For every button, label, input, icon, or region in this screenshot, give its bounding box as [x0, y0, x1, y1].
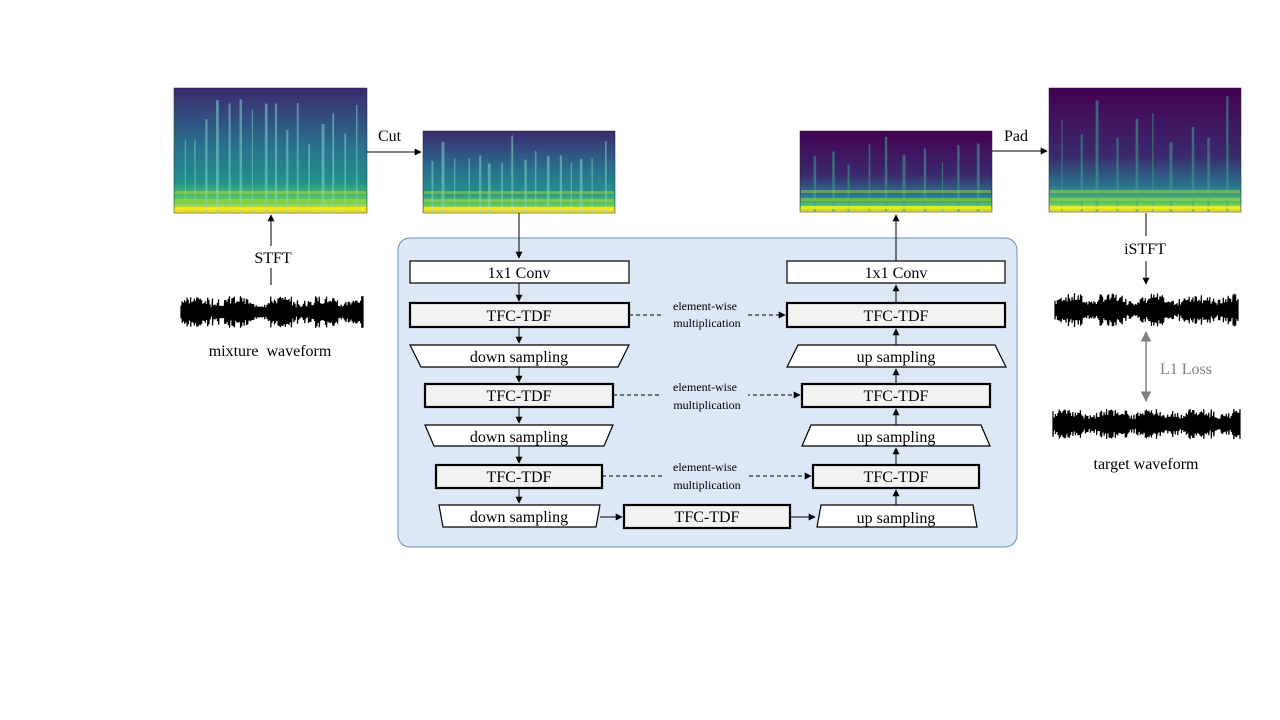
istft-label: iSTFT: [1124, 241, 1166, 258]
encoder-tfc-tdf-3: TFC-TDF: [434, 463, 604, 490]
up-sampling-1: up sampling: [786, 344, 1007, 368]
encoder-tfc-tdf-1: TFC-TDF: [408, 301, 631, 329]
skip-connection-1: element-wise multiplication: [629, 298, 786, 334]
encoder-tfc-tdf-2: TFC-TDF: [423, 382, 615, 409]
padded-output-spectrogram: [1048, 87, 1242, 213]
spectrogram-band: [1050, 206, 1240, 209]
cut-label: Cut: [378, 128, 402, 145]
target-waveform-label: target waveform: [1094, 456, 1200, 473]
svg-text:up sampling: up sampling: [857, 349, 936, 366]
skip-label-line1: element-wise: [673, 299, 737, 313]
bottleneck-tfc-tdf: TFC-TDF: [622, 503, 792, 530]
pad-label: Pad: [1004, 128, 1028, 145]
spectrogram-band: [175, 191, 366, 194]
spectrogram-band: [424, 191, 614, 194]
up-sampling-3: up sampling: [816, 504, 978, 528]
svg-text:TFC-TDF: TFC-TDF: [487, 308, 552, 325]
spectrogram-band: [801, 198, 991, 201]
svg-text:1x1 Conv: 1x1 Conv: [865, 265, 928, 282]
svg-text:down sampling: down sampling: [470, 509, 568, 526]
down-sampling-2: down sampling: [424, 424, 614, 447]
mixture-spectrogram: [173, 87, 368, 214]
skip-label-line2: multiplication: [673, 478, 740, 492]
svg-text:TFC-TDF: TFC-TDF: [487, 388, 552, 405]
svg-text:up sampling: up sampling: [857, 429, 936, 446]
svg-text:TFC-TDF: TFC-TDF: [675, 509, 740, 526]
skip-label-line2: multiplication: [673, 398, 740, 412]
svg-text:TFC-TDF: TFC-TDF: [864, 308, 929, 325]
down-sampling-1: down sampling: [409, 344, 630, 368]
spectrogram-band: [801, 206, 991, 209]
svg-text:down sampling: down sampling: [470, 349, 568, 366]
estimated-waveform: [1054, 293, 1239, 327]
svg-text:1x1 Conv: 1x1 Conv: [488, 265, 551, 282]
svg-text:TFC-TDF: TFC-TDF: [864, 388, 929, 405]
skip-connection-2: element-wise multiplication: [613, 379, 801, 414]
skip-label-line1: element-wise: [673, 460, 737, 474]
spectrogram-band: [801, 190, 991, 193]
stft-label: STFT: [254, 250, 292, 267]
svg-text:TFC-TDF: TFC-TDF: [487, 469, 552, 486]
cut-spectrogram: [422, 130, 616, 214]
skip-label-line1: element-wise: [673, 380, 737, 394]
spectrogram-band: [424, 199, 614, 202]
spectrogram-band: [1050, 190, 1240, 193]
output-spectrogram: [799, 130, 993, 213]
skip-label-line2: multiplication: [673, 316, 740, 330]
input-conv-block: 1x1 Conv: [409, 260, 630, 284]
mixture-waveform: [180, 296, 364, 328]
svg-text:down sampling: down sampling: [470, 429, 568, 446]
spectrogram-band: [175, 199, 366, 202]
down-sampling-3: down sampling: [438, 504, 601, 528]
l1-loss-label: L1 Loss: [1160, 361, 1212, 378]
spectrogram-band: [175, 207, 366, 210]
target-waveform: [1052, 408, 1241, 440]
decoder-tfc-tdf-2: TFC-TDF: [800, 382, 992, 409]
decoder-tfc-tdf-1: TFC-TDF: [785, 301, 1007, 329]
svg-text:TFC-TDF: TFC-TDF: [864, 469, 929, 486]
skip-connection-3: element-wise multiplication: [602, 459, 812, 494]
spectrogram-band: [1050, 198, 1240, 201]
up-sampling-2: up sampling: [801, 424, 991, 447]
output-conv-block: 1x1 Conv: [786, 260, 1006, 284]
decoder-tfc-tdf-3: TFC-TDF: [811, 463, 981, 490]
mixture-waveform-label: mixture waveform: [209, 343, 332, 360]
spectrogram-band: [424, 207, 614, 210]
svg-text:up sampling: up sampling: [857, 510, 936, 527]
